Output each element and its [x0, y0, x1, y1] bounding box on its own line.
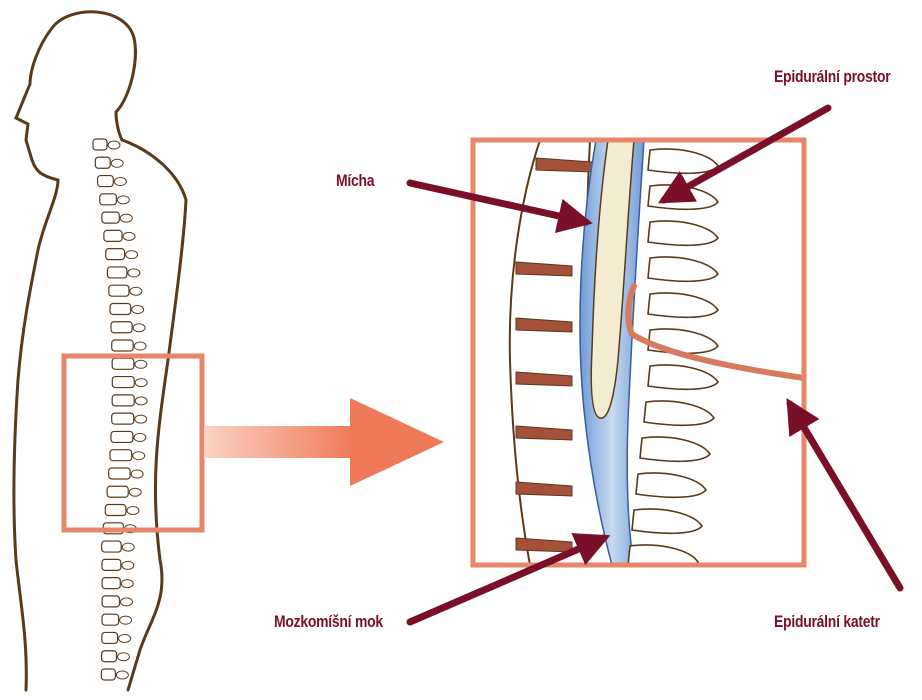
small-vertebra — [102, 541, 122, 552]
small-process — [122, 561, 134, 569]
zoom-arrow — [204, 398, 444, 486]
small-process — [128, 269, 140, 277]
small-process — [135, 379, 147, 387]
small-process — [120, 616, 132, 624]
small-process — [133, 452, 145, 460]
small-vertebra — [106, 249, 125, 260]
small-vertebra — [102, 614, 119, 625]
small-vertebra — [111, 431, 133, 442]
small-vertebra — [93, 139, 107, 150]
small-process — [122, 543, 134, 551]
small-process — [119, 634, 131, 642]
small-process — [133, 324, 145, 332]
small-process — [135, 397, 147, 405]
small-vertebra — [102, 596, 119, 607]
small-vertebra — [112, 340, 133, 351]
small-spine — [93, 139, 147, 680]
small-vertebra — [112, 358, 134, 369]
small-vertebra — [102, 651, 117, 662]
body-outline — [14, 12, 186, 690]
small-process — [108, 141, 120, 149]
small-process — [111, 159, 123, 167]
small-vertebra — [112, 395, 134, 406]
label-epidural-catheter: Epidurální katetr — [774, 612, 880, 632]
small-vertebra — [102, 578, 120, 589]
small-process — [127, 507, 139, 515]
small-process — [120, 598, 132, 606]
small-process — [117, 653, 129, 661]
small-vertebra — [112, 377, 134, 388]
small-vertebra — [107, 267, 127, 278]
small-vertebra — [102, 632, 118, 643]
small-process — [116, 671, 128, 679]
small-process — [134, 433, 146, 441]
small-vertebra — [112, 413, 134, 424]
label-epidural-space: Epidurální prostor — [774, 67, 890, 87]
small-vertebra — [98, 176, 114, 187]
small-process — [130, 287, 142, 295]
small-process — [117, 196, 129, 204]
small-vertebra — [111, 322, 132, 333]
small-process — [132, 305, 144, 313]
small-vertebra — [104, 230, 122, 241]
small-vertebra — [100, 194, 117, 205]
small-process — [135, 415, 147, 423]
small-vertebra — [102, 212, 119, 223]
small-process — [131, 470, 143, 478]
small-process — [123, 232, 135, 240]
small-vertebra — [95, 157, 110, 168]
small-vertebra — [109, 468, 130, 479]
small-process — [114, 178, 126, 186]
small-vertebra — [109, 285, 129, 296]
small-process — [121, 580, 133, 588]
small-vertebra — [110, 303, 131, 314]
small-vertebra — [101, 669, 115, 680]
small-process — [120, 214, 132, 222]
small-process — [126, 251, 138, 259]
small-vertebra — [102, 559, 121, 570]
small-vertebra — [107, 486, 128, 497]
small-process — [134, 342, 146, 350]
small-process — [129, 488, 141, 496]
small-vertebra — [105, 505, 126, 516]
small-process — [135, 360, 147, 368]
label-csf: Mozkomíšní mok — [274, 612, 383, 632]
small-vertebra — [110, 450, 132, 461]
label-spinal-cord: Mícha — [336, 171, 374, 191]
